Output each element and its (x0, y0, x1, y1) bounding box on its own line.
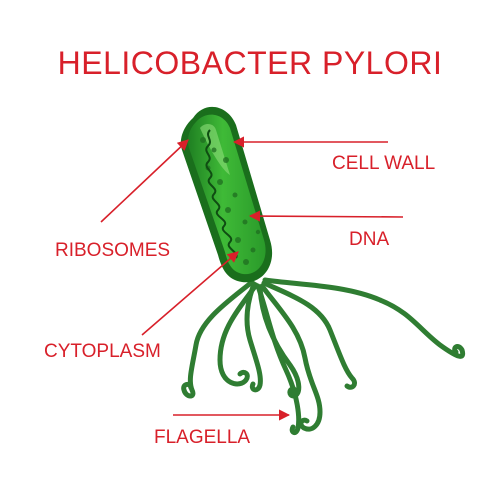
dna-strand (205, 129, 238, 259)
ribosome-dot (200, 137, 206, 143)
page-title: HELICOBACTER PYLORI (58, 45, 443, 81)
ribosome-dot (255, 229, 261, 235)
cytoplasm-label: CYTOPLASM (44, 341, 161, 362)
ribosome-dot (243, 259, 249, 265)
dna-label: DNA (349, 229, 389, 250)
ribosome-dot (235, 237, 241, 243)
cell-wall-label: CELL WALL (332, 153, 435, 174)
ribosome-dot (223, 157, 229, 163)
bacterium-body (180, 106, 273, 283)
ribosome-dot (211, 147, 217, 153)
ribosome-dots (200, 137, 261, 265)
flagella-label: FLAGELLA (154, 427, 250, 448)
flagellum-4 (259, 283, 323, 432)
ribosomes-label: RIBOSOMES (55, 240, 170, 261)
flagellum-5 (261, 280, 357, 390)
ribosome-dot (250, 247, 256, 253)
ribosome-dot (242, 219, 248, 225)
dna-arrow (248, 210, 404, 222)
flagellum-2 (217, 282, 259, 387)
ribosome-dot (217, 179, 223, 185)
ribosome-dot (225, 207, 231, 213)
flagellum-6 (262, 277, 466, 359)
cytoplasm-arrow (141, 251, 239, 336)
flagellum-1 (181, 279, 255, 399)
ribosome-dot (232, 192, 238, 198)
flagellum-8 (244, 281, 263, 393)
ribosomes-arrow (100, 139, 189, 223)
pointer-arrows (100, 136, 404, 421)
flagellum-7 (255, 283, 302, 435)
flagella-bundle (181, 277, 466, 435)
